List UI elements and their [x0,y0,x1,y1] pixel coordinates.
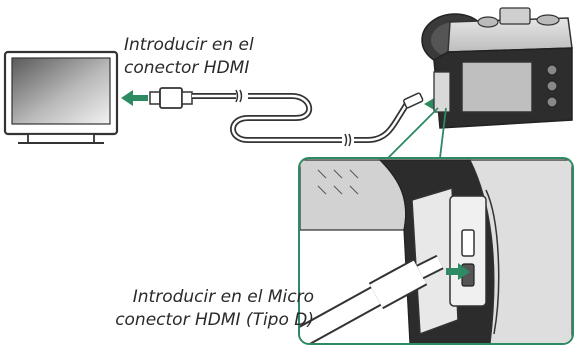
hdmi-plug-icon [149,87,193,109]
hdmi-cable [192,89,411,147]
camera-icon [421,7,573,129]
tv-icon [3,50,119,144]
detail-inset [298,157,574,345]
zoom-lines [387,107,447,159]
micro-hdmi-connector-caption: Introducir en el Micro conector HDMI (Ti… [115,286,314,332]
micro-hdmi-plug-small [403,92,442,111]
hdmi-caption-line-1: Introducir en el [124,35,254,55]
micro-caption-line-1: Introducir en el Micro [132,287,314,307]
micro-caption-line-2: conector HDMI (Tipo D) [115,310,314,330]
hdmi-caption-line-2: conector HDMI [124,58,250,78]
hdmi-connector-caption: Introducir en el conector HDMI [124,34,254,80]
arrow-icon [121,90,148,106]
